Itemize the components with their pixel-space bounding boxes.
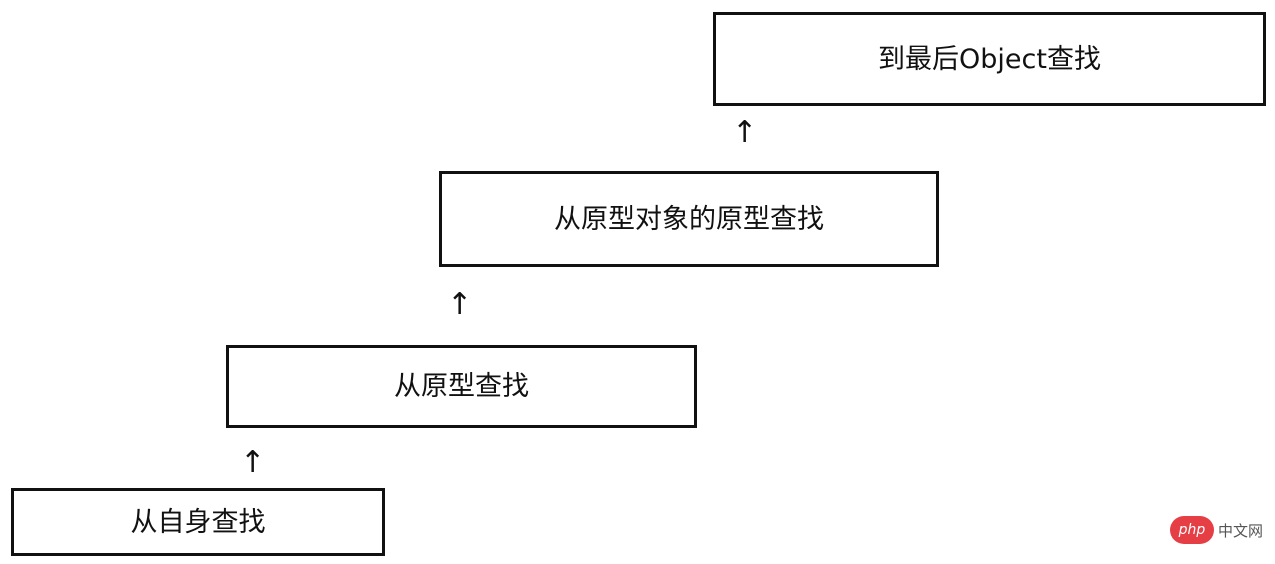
step-self-lookup: 从自身查找: [11, 488, 385, 556]
step-object-lookup: 到最后Object查找: [713, 12, 1266, 106]
step-label: 到最后Object查找: [878, 43, 1101, 75]
up-arrow-icon: ↑: [447, 287, 473, 322]
step-label: 从原型对象的原型查找: [554, 203, 824, 235]
step-prototype-lookup: 从原型查找: [226, 345, 697, 428]
step-label: 从原型查找: [394, 371, 529, 402]
watermark-site-text: 中文网: [1218, 521, 1264, 540]
php-cn-watermark: php 中文网: [1170, 513, 1270, 547]
php-logo: php: [1170, 516, 1214, 544]
up-arrow-icon: ↑: [240, 445, 266, 480]
up-arrow-icon: ↑: [732, 115, 758, 150]
step-label: 从自身查找: [130, 506, 266, 538]
step-prototype-of-prototype-lookup: 从原型对象的原型查找: [439, 171, 939, 267]
